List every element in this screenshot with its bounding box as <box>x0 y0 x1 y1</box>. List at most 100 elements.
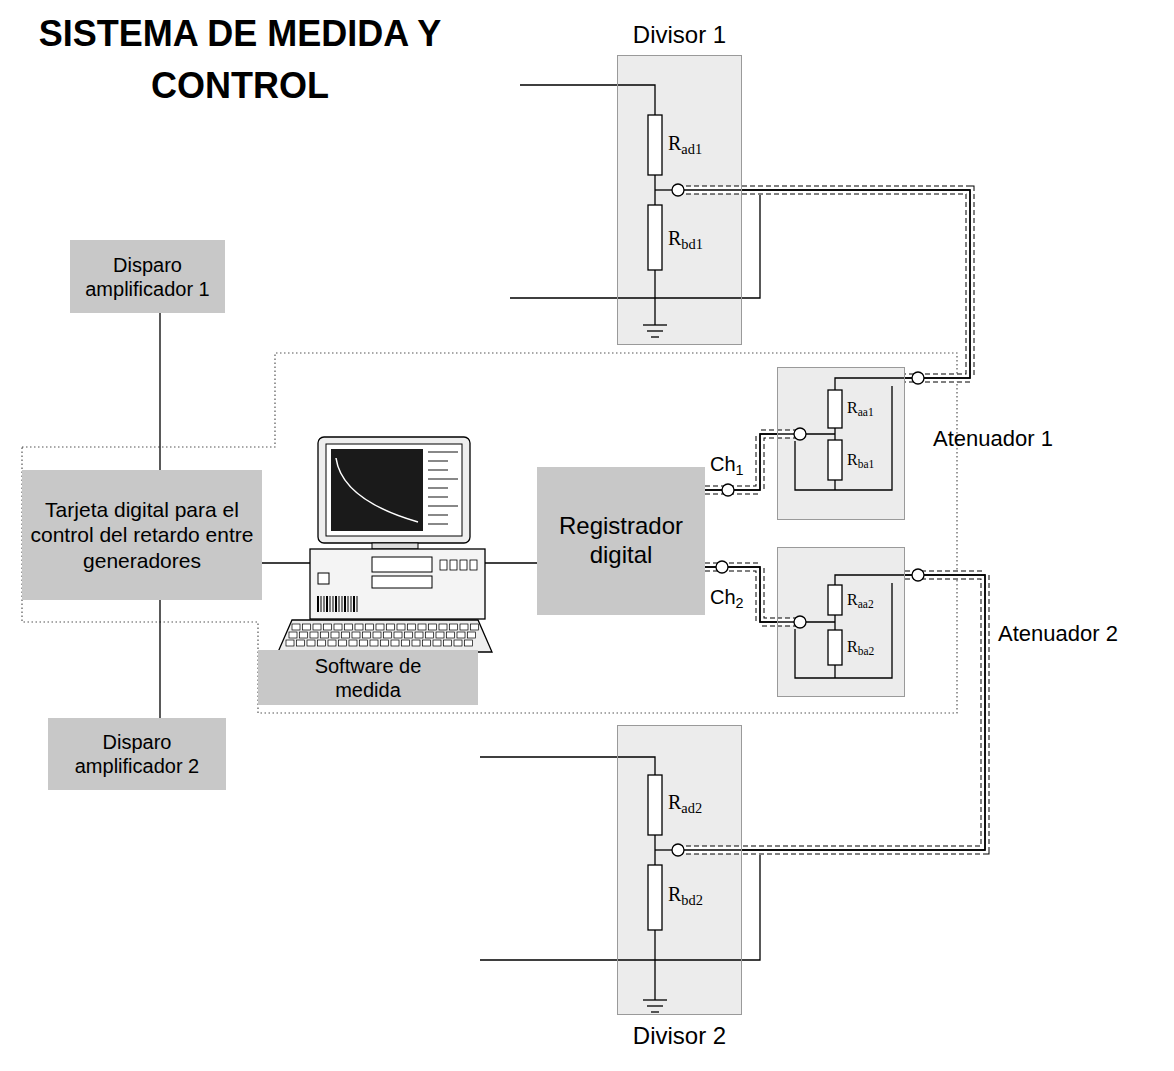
keyboard-key <box>381 640 389 646</box>
keyboard-key <box>468 632 476 638</box>
signal-line <box>160 600 161 718</box>
attenuator-box: Atenuador 1 <box>777 367 905 520</box>
case-vent <box>330 596 331 612</box>
resistor-symbol <box>828 630 842 665</box>
coax-cable <box>705 434 777 490</box>
keyboard-key <box>363 632 371 638</box>
label-main: R <box>668 227 681 249</box>
wire <box>795 583 892 678</box>
ground-symbol <box>647 1005 663 1006</box>
keyboard-key <box>349 640 357 646</box>
coax-connector <box>705 567 777 622</box>
trigger-box: Disparo amplificador 1 <box>70 240 225 313</box>
keyboard-key <box>289 632 297 638</box>
keyboard-key <box>360 640 368 646</box>
keyboard-key <box>300 632 308 638</box>
wire <box>480 757 655 775</box>
resistor-symbol <box>828 585 842 615</box>
keyboard-key <box>450 624 458 630</box>
connector-line <box>485 562 537 563</box>
keyboard-key <box>402 640 410 646</box>
keyboard-key <box>345 624 353 630</box>
software-label: Software de medida <box>258 650 478 705</box>
keyboard-key <box>423 640 431 646</box>
coax-cable <box>678 847 742 854</box>
keyboard-key <box>408 624 416 630</box>
keyboard-key <box>313 624 321 630</box>
coax-cable <box>678 849 742 850</box>
keyboard-key <box>454 640 462 646</box>
resistor-label: Rbd2 <box>668 882 703 906</box>
resistor-symbol <box>648 775 662 835</box>
wire <box>834 480 835 490</box>
coax-cable <box>742 575 985 850</box>
wire <box>480 855 760 960</box>
case-vent <box>342 596 343 612</box>
screen-ui <box>428 478 458 480</box>
box-fill <box>777 367 905 520</box>
label-subscript: aa2 <box>858 598 874 610</box>
ground-symbol <box>643 999 667 1000</box>
wire <box>835 575 905 585</box>
wire <box>795 386 892 490</box>
channel-label: Ch1 <box>710 452 744 476</box>
keyboard-key <box>310 632 318 638</box>
keyboard-key <box>460 624 468 630</box>
connector-symbol <box>672 184 684 196</box>
connector-line <box>159 600 160 718</box>
coax-cable <box>678 846 742 855</box>
label-main: R <box>847 638 858 655</box>
case-vent <box>353 596 355 612</box>
control-card-box: Tarjeta digital para el control del reta… <box>22 470 262 600</box>
screen-ui <box>428 496 448 498</box>
case-vent <box>344 596 346 612</box>
case-vent <box>339 596 340 612</box>
keyboard-key <box>444 640 452 646</box>
case-vent <box>335 596 337 612</box>
keyboard-key <box>321 632 329 638</box>
connector-symbol <box>722 484 734 496</box>
monitor <box>318 437 470 543</box>
resistor-symbol <box>828 440 842 480</box>
keyboard-key <box>397 624 405 630</box>
recorder-box: Registrador digital <box>537 467 705 615</box>
screen-ui <box>428 451 458 453</box>
keyboard-key <box>457 632 465 638</box>
case-button <box>440 560 447 570</box>
attenuator-title: Atenuador 1 <box>933 426 1053 452</box>
resistor-symbol <box>828 390 842 428</box>
connector-symbol <box>716 561 728 573</box>
coax-cable <box>705 567 777 622</box>
keyboard-key <box>286 640 294 646</box>
label-subscript: 2 <box>736 595 744 611</box>
keyboard-key <box>339 640 347 646</box>
keyboard-key <box>297 640 305 646</box>
keyboard-key <box>426 632 434 638</box>
signal-line <box>160 313 161 470</box>
box-fill <box>617 725 742 1015</box>
coax-cable <box>742 190 970 378</box>
connector-symbol <box>912 569 924 581</box>
keyboard-key <box>318 640 326 646</box>
label-subscript: ba2 <box>858 645 875 657</box>
resistor-label: Rad2 <box>668 790 702 814</box>
label-main: R <box>668 791 681 813</box>
keyboard-key <box>303 624 311 630</box>
case-vent <box>326 596 328 612</box>
keyboard-key <box>394 632 402 638</box>
box-fill <box>777 547 905 697</box>
monitor-screen <box>326 444 462 536</box>
coax-connector <box>742 575 985 850</box>
waveform-plot <box>331 449 423 531</box>
resistor-label: Rad1 <box>668 131 702 155</box>
ground-symbol <box>647 330 663 331</box>
label-subscript: bd2 <box>681 892 703 908</box>
keyboard-key <box>331 632 339 638</box>
resistor-label: Rba2 <box>847 637 874 656</box>
computer-node: Software de medida <box>310 437 485 705</box>
monitor-base <box>372 543 418 549</box>
connector-symbol <box>794 428 806 440</box>
keyboard-key <box>384 632 392 638</box>
label-subscript: ad2 <box>681 800 702 816</box>
